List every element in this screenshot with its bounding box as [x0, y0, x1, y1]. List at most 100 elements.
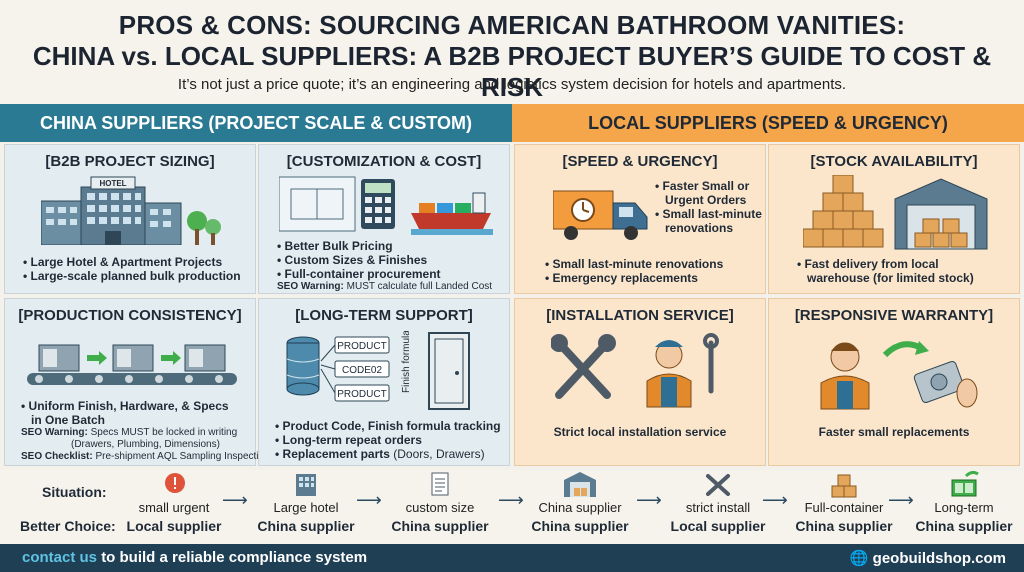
decision-item: Long-term China supplier — [906, 470, 1022, 544]
technician-part-icon — [820, 341, 978, 410]
contact-cta[interactable]: contact us to build a reliable complianc… — [22, 549, 368, 566]
seo-warning: SEO Warning: MUST calculate full Landed … — [277, 281, 493, 292]
product-tag: PRODUCT — [337, 389, 386, 400]
bullet: warehouse (for limited stock) — [807, 271, 974, 285]
code-tag: CODE02 — [342, 365, 382, 376]
arrow-right-icon: ⟶ — [762, 490, 788, 510]
choice-text: China supplier — [531, 518, 629, 534]
bullet: • Replacement parts (Doors, Drawers) — [275, 447, 485, 461]
situation-text: Full-container — [804, 500, 884, 515]
situation-text: custom size — [405, 500, 475, 515]
warehouse-boxes-icon — [803, 175, 988, 250]
title-line-1: PROS & CONS: SOURCING AMERICAN BATHROOM … — [118, 10, 906, 40]
situation-text: strict install — [685, 500, 751, 515]
panel-responsive-warranty: [RESPONSIVE WARRANTY] Faster small repla… — [768, 298, 1020, 466]
decision-item: Large hotel China supplier — [248, 470, 364, 544]
decision-row: Situation: Better Choice: small urgent L… — [0, 470, 1024, 544]
title-line-2: CHINA vs. LOCAL SUPPLIERS: A B2B PROJECT… — [32, 41, 992, 102]
bullet: • Fast delivery from local — [797, 257, 939, 271]
arrow-right-icon: ⟶ — [356, 490, 382, 510]
situation-text: Large hotel — [273, 500, 339, 515]
footer: contact us to build a reliable complianc… — [0, 544, 1024, 572]
subtitle: It’s not just a price quote; it’s an eng… — [177, 76, 847, 93]
hotel-icon: HOTEL — [41, 176, 221, 245]
hotel-sign: HOTEL — [99, 179, 126, 188]
bullet: • Product Code, Finish formula tracking — [275, 419, 501, 433]
choice-text: China supplier — [257, 518, 355, 534]
bullet: • Full-container procurement — [277, 267, 441, 281]
document-icon — [431, 472, 449, 496]
consistency-list: • Uniform Finish, Hardware, & Specs in O… — [21, 399, 270, 463]
local-banner: LOCAL SUPPLIERS (SPEED & URGENCY) — [512, 104, 1024, 142]
decision-item: custom size China supplier — [382, 470, 498, 544]
choice-text: China supplier — [795, 518, 893, 534]
conveyor-belt-icon — [27, 344, 237, 385]
bullet: • Uniform Finish, Hardware, & Specs — [21, 399, 229, 413]
panel-long-term-support: [LONG-TERM SUPPORT] PRODUCT CODE02 PRODU… — [258, 298, 510, 466]
panel-title: [SPEED & URGENCY] — [562, 153, 718, 170]
bullet: • Better Bulk Pricing — [277, 239, 393, 253]
support-bullets: • Product Code, Finish formula tracking … — [275, 419, 501, 461]
panel-title: [LONG-TERM SUPPORT] — [295, 307, 473, 324]
seo-warning-detail: (Drawers, Plumbing, Dimensions) — [71, 439, 220, 450]
delivery-truck-icon — [553, 190, 648, 240]
bullet: • Long-term repeat orders — [275, 433, 422, 447]
finish-formula-label: Finish formula — [401, 331, 412, 393]
hotel-building-icon — [296, 474, 316, 496]
better-choice-label: Better Choice: — [20, 518, 116, 534]
bullet: renovations — [665, 221, 734, 235]
panel-title: [CUSTOMIZATION & COST] — [286, 153, 482, 170]
product-tag: PRODUCT — [337, 341, 386, 352]
bullet: • Emergency replacements — [545, 271, 698, 285]
panel-stock-availability: [STOCK AVAILABILITY] • Fast delivery fro… — [768, 144, 1020, 294]
panel-b2b-project-sizing: [B2B PROJECT SIZING] HOTEL • Large Hotel… — [4, 144, 256, 294]
situation-text: China supplier — [538, 500, 622, 515]
panel-title: [PRODUCTION CONSISTENCY] — [18, 307, 242, 324]
customization-bullets: • Better Bulk Pricing • Custom Sizes & F… — [277, 239, 492, 293]
panel-speed-urgency: [SPEED & URGENCY] • Faster Small or Urge… — [514, 144, 766, 294]
choice-text: Local supplier — [126, 518, 222, 534]
alert-icon — [165, 473, 185, 493]
contact-link[interactable]: contact us — [22, 549, 98, 566]
panel-title: [RESPONSIVE WARRANTY] — [794, 307, 994, 324]
vanity-cabinet-icon — [951, 470, 979, 497]
choice-text: China supplier — [915, 518, 1013, 534]
china-banner: CHINA SUPPLIERS (PROJECT SCALE & CUSTOM) — [0, 104, 512, 142]
warehouse-icon — [564, 472, 596, 497]
bullet: • Small last-minute — [655, 207, 762, 221]
database-tags-icon: PRODUCT CODE02 PRODUCT Finish formula — [286, 331, 470, 410]
seo-checklist: SEO Checklist: Pre-shipment AQL Sampling… — [21, 451, 270, 462]
decision-item: strict install Local supplier — [660, 470, 776, 544]
bullet: Urgent Orders — [665, 193, 747, 207]
header: PROS & CONS: SOURCING AMERICAN BATHROOM … — [0, 0, 1024, 104]
choice-text: Local supplier — [670, 518, 766, 534]
speed-side-list: • Faster Small or Urgent Orders • Small … — [655, 179, 762, 235]
decision-item: Full-container China supplier — [786, 470, 902, 544]
panel-customization-cost: [CUSTOMIZATION & COST] • Better Bulk Pri… — [258, 144, 510, 294]
seo-warning: SEO Warning: Specs MUST be locked in wri… — [21, 427, 238, 438]
speed-bullets: • Small last-minute renovations • Emerge… — [545, 257, 723, 285]
arrow-right-icon: ⟶ — [498, 490, 524, 510]
b2b-bullets: • Large Hotel & Apartment Projects • Lar… — [23, 255, 241, 283]
arrow-right-icon: ⟶ — [888, 490, 914, 510]
bullet: • Faster Small or — [655, 179, 750, 193]
blueprint-calculator-ship-icon — [279, 176, 493, 235]
website-link[interactable]: 🌐 geobuildshop.com — [849, 550, 1006, 567]
installer-wrench-icon — [551, 333, 719, 408]
choice-text: China supplier — [391, 518, 489, 534]
stock-bullets: • Fast delivery from local warehouse (fo… — [797, 257, 974, 285]
boxes-icon — [831, 474, 857, 498]
panel-title: [INSTALLATION SERVICE] — [546, 307, 734, 324]
wrench-icon — [706, 474, 730, 496]
install-caption: Strict local installation service — [553, 425, 727, 439]
bullet: • Custom Sizes & Finishes — [277, 253, 428, 267]
bullet: in One Batch — [31, 413, 106, 427]
bullet: • Small last-minute renovations — [545, 257, 724, 271]
bullet: • Large-scale planned bulk production — [23, 269, 241, 283]
situation-text: Long-term — [934, 500, 994, 515]
situation-label: Situation: — [42, 484, 107, 500]
warranty-caption: Faster small replacements — [818, 425, 970, 439]
panel-title: [B2B PROJECT SIZING] — [45, 153, 215, 170]
arrow-right-icon: ⟶ — [636, 490, 662, 510]
